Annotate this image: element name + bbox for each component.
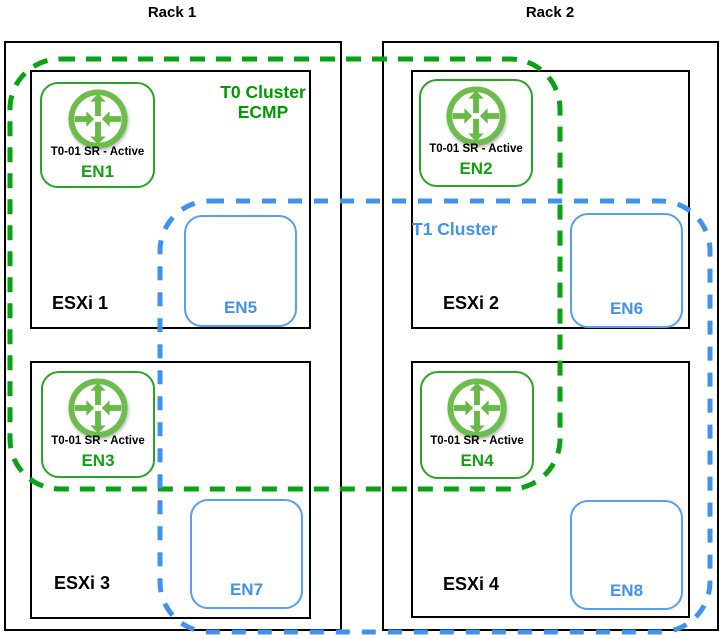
en2-label: EN2 [459, 159, 493, 178]
en7-label: EN7 [229, 580, 264, 599]
en6-label: EN6 [609, 299, 644, 318]
router-icon [67, 377, 129, 439]
router-icon [446, 377, 508, 439]
edge-node-en4: T0-01 SR - Active EN4 [420, 371, 534, 479]
esxi-2-label: ESXi 2 [443, 293, 500, 313]
en4-status: T0-01 SR - Active [430, 435, 524, 447]
en5-label: EN5 [223, 298, 258, 317]
en1-label: EN1 [80, 162, 115, 181]
esxi-3-label: ESXi 3 [54, 573, 111, 593]
edge-node-en5: EN5 [184, 215, 297, 327]
edge-node-en6: EN6 [570, 213, 683, 328]
t0-cluster-label-line1: T0 Cluster [220, 82, 306, 102]
en3-status: T0-01 SR - Active [51, 435, 145, 447]
esxi-1-label: ESXi 1 [52, 293, 109, 313]
en1-status: T0-01 SR - Active [50, 146, 145, 158]
rack-1-title: Rack 1 [147, 4, 197, 21]
t1-cluster-label: T1 Cluster [412, 219, 498, 239]
en4-label: EN4 [460, 451, 494, 470]
en2-status: T0-01 SR - Active [429, 143, 523, 155]
router-icon [67, 88, 129, 150]
router-icon [445, 85, 507, 147]
edge-node-en1: T0-01 SR - Active EN1 [40, 82, 155, 188]
t0-cluster-label: T0 Cluster ECMP [198, 82, 328, 122]
t0-cluster-label-line2: ECMP [237, 102, 289, 122]
rack-2-title: Rack 2 [525, 4, 575, 21]
en3-label: EN3 [81, 451, 115, 470]
en8-label: EN8 [609, 581, 644, 600]
edge-node-en3: T0-01 SR - Active EN3 [41, 371, 155, 478]
edge-node-en8: EN8 [570, 500, 683, 610]
edge-node-en7: EN7 [190, 499, 303, 609]
esxi-4-label: ESXi 4 [443, 574, 500, 594]
edge-node-en2: T0-01 SR - Active EN2 [419, 79, 533, 187]
